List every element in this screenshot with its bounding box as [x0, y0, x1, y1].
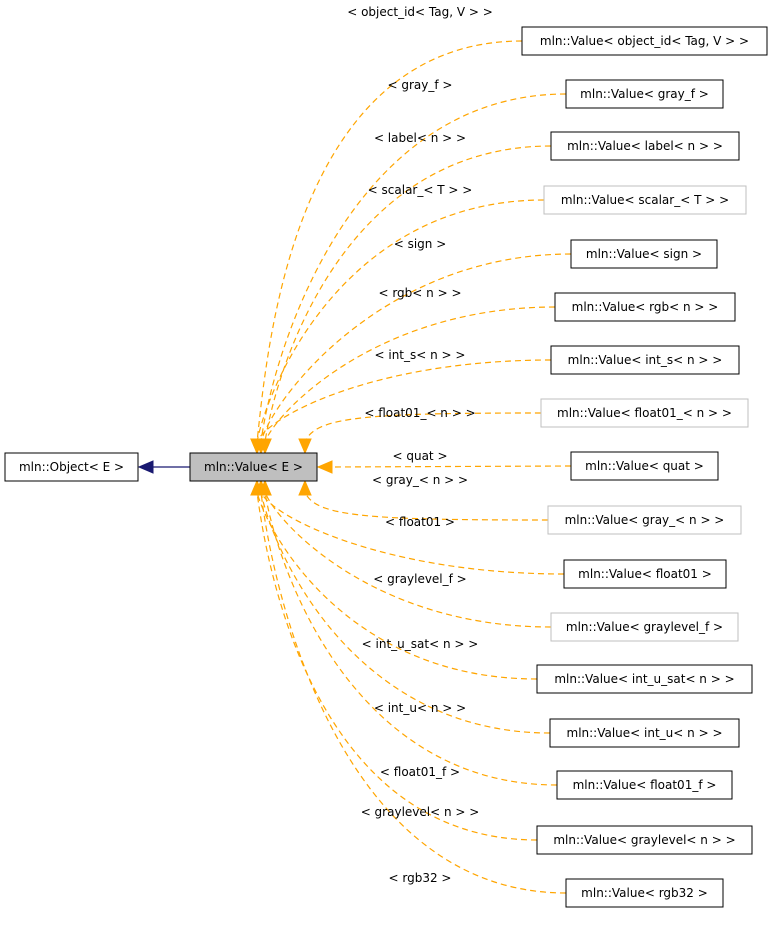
derived-node-3[interactable]: mln::Value< scalar_< T > >	[543, 185, 747, 215]
derived-node-1-label: mln::Value< gray_f >	[580, 87, 709, 101]
derived-node-2-box	[550, 131, 740, 161]
template-edge-14	[264, 491, 558, 786]
derived-node-15-box	[536, 825, 753, 855]
edge-label-5: < rgb< n > >	[378, 286, 461, 300]
base-class-node-box	[4, 452, 139, 482]
template-edge-8	[329, 465, 572, 468]
derived-node-11-box	[550, 612, 739, 642]
derived-node-7-box	[540, 398, 749, 428]
template-edge-11	[264, 491, 552, 628]
derived-node-4-label: mln::Value< sign >	[586, 247, 702, 261]
edge-label-3: < scalar_< T > >	[368, 183, 473, 197]
derived-node-16[interactable]: mln::Value< rgb32 >	[565, 878, 724, 908]
derived-node-16-label: mln::Value< rgb32 >	[581, 886, 708, 900]
derived-node-5-box	[554, 292, 736, 322]
derived-node-12[interactable]: mln::Value< int_u_sat< n > >	[536, 664, 753, 694]
edge-label-14: < float01_f >	[380, 765, 460, 779]
derived-node-15[interactable]: mln::Value< graylevel< n > >	[536, 825, 753, 855]
template-edge-3	[256, 199, 545, 443]
derived-node-16-box	[565, 878, 724, 908]
template-arrowhead-8	[316, 460, 333, 474]
derived-node-8-label: mln::Value< quat >	[585, 459, 704, 473]
derived-node-0-label: mln::Value< object_id< Tag, V > >	[540, 34, 749, 48]
template-edge-7	[304, 412, 542, 443]
derived-node-6[interactable]: mln::Value< int_s< n > >	[550, 345, 740, 375]
center-class-node-label: mln::Value< E >	[204, 460, 303, 474]
base-class-node[interactable]: mln::Object< E >	[4, 452, 139, 482]
edge-label-8: < quat >	[392, 449, 447, 463]
derived-node-13-box	[549, 718, 740, 748]
derived-node-11[interactable]: mln::Value< graylevel_f >	[550, 612, 739, 642]
edge-label-16: < rgb32 >	[389, 871, 452, 885]
template-edge-15	[256, 491, 538, 841]
derived-node-0-box	[521, 26, 768, 56]
template-edge-10	[260, 491, 565, 575]
derived-node-10-box	[563, 559, 727, 589]
derived-node-1-box	[565, 79, 724, 109]
template-arrowhead-9	[298, 479, 312, 496]
derived-node-11-label: mln::Value< graylevel_f >	[566, 620, 723, 634]
derived-node-4-box	[570, 239, 718, 269]
derived-node-0[interactable]: mln::Value< object_id< Tag, V > >	[521, 26, 768, 56]
derived-node-1[interactable]: mln::Value< gray_f >	[565, 79, 724, 109]
edge-label-12: < int_u_sat< n > >	[362, 637, 479, 651]
edge-label-1: < gray_f >	[388, 78, 453, 92]
derived-node-9[interactable]: mln::Value< gray_< n > >	[547, 505, 742, 535]
edge-label-7: < float01_< n > >	[364, 406, 475, 420]
template-edge-6	[256, 359, 552, 443]
template-edge-4	[260, 253, 572, 443]
derived-node-2[interactable]: mln::Value< label< n > >	[550, 131, 740, 161]
derived-node-5-label: mln::Value< rgb< n > >	[572, 300, 719, 314]
center-class-node[interactable]: mln::Value< E >	[189, 452, 318, 482]
edge-label-11: < graylevel_f >	[373, 572, 467, 586]
derived-node-14-box	[556, 770, 733, 800]
edge-label-6: < int_s< n > >	[375, 348, 466, 362]
template-arrowhead-6	[250, 438, 264, 455]
derived-node-5[interactable]: mln::Value< rgb< n > >	[554, 292, 736, 322]
template-edge-12	[256, 491, 538, 680]
derived-node-8-box	[570, 451, 719, 481]
edge-label-10: < float01 >	[385, 515, 455, 529]
derived-node-13-label: mln::Value< int_u< n > >	[567, 726, 723, 740]
inheritance-arrowhead	[137, 460, 154, 474]
derived-node-9-label: mln::Value< gray_< n > >	[565, 513, 725, 527]
derived-node-13[interactable]: mln::Value< int_u< n > >	[549, 718, 740, 748]
edge-label-4: < sign >	[394, 237, 447, 251]
template-edge-9	[304, 491, 549, 521]
template-edge-5	[264, 306, 556, 443]
derived-node-10[interactable]: mln::Value< float01 >	[563, 559, 727, 589]
edge-label-15: < graylevel< n > >	[361, 805, 480, 819]
derived-node-12-label: mln::Value< int_u_sat< n > >	[554, 672, 734, 686]
base-class-node-label: mln::Object< E >	[19, 460, 124, 474]
derived-node-2-label: mln::Value< label< n > >	[567, 139, 723, 153]
edge-label-9: < gray_< n > >	[372, 473, 468, 487]
edge-label-2: < label< n > >	[374, 131, 466, 145]
derived-node-12-box	[536, 664, 753, 694]
edge-label-0: < object_id< Tag, V > >	[347, 5, 493, 19]
center-class-node-box	[189, 452, 318, 482]
derived-node-14-label: mln::Value< float01_f >	[573, 778, 717, 792]
derived-node-8[interactable]: mln::Value< quat >	[570, 451, 719, 481]
derived-node-3-box	[543, 185, 747, 215]
derived-node-14[interactable]: mln::Value< float01_f >	[556, 770, 733, 800]
derived-node-10-label: mln::Value< float01 >	[578, 567, 712, 581]
derived-node-3-label: mln::Value< scalar_< T > >	[561, 193, 729, 207]
template-edge-2	[264, 145, 552, 443]
derived-node-6-box	[550, 345, 740, 375]
derived-node-7-label: mln::Value< float01_< n > >	[557, 406, 732, 420]
template-edge-16	[260, 491, 567, 894]
template-edge-0	[256, 40, 523, 443]
template-arrowhead-16	[254, 479, 268, 496]
derived-node-4[interactable]: mln::Value< sign >	[570, 239, 718, 269]
derived-node-15-label: mln::Value< graylevel< n > >	[553, 833, 735, 847]
derived-node-9-box	[547, 505, 742, 535]
derived-node-7[interactable]: mln::Value< float01_< n > >	[540, 398, 749, 428]
edge-label-13: < int_u< n > >	[374, 701, 466, 715]
template-edge-1	[260, 93, 567, 443]
template-arrowhead-7	[298, 438, 312, 455]
derived-node-6-label: mln::Value< int_s< n > >	[568, 353, 723, 367]
